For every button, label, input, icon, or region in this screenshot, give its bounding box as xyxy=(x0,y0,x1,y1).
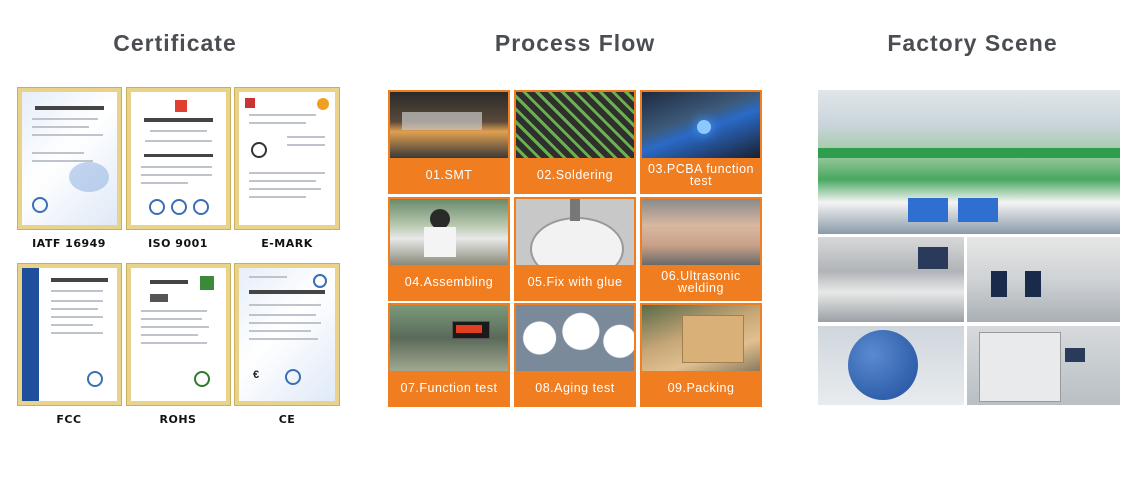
process-step-card[interactable]: 06.Ultrasonic welding xyxy=(640,197,762,301)
certificate-document: € xyxy=(239,268,335,401)
process-photo xyxy=(516,305,634,371)
process-photo xyxy=(516,199,634,265)
process-photo xyxy=(390,92,508,158)
process-flow-section-title: Process Flow xyxy=(494,30,656,56)
process-step-card[interactable]: 09.Packing xyxy=(640,303,762,407)
factory-scene-section-title: Factory Scene xyxy=(887,30,1058,56)
process-photo xyxy=(516,92,634,158)
process-step-caption: 08.Aging test xyxy=(535,381,615,395)
certificate-document xyxy=(131,268,226,401)
factory-integrating-sphere-photo[interactable] xyxy=(818,326,964,405)
certificate-rohs[interactable] xyxy=(126,263,231,406)
certificate-e-mark[interactable] xyxy=(234,87,340,230)
process-step-card[interactable]: 07.Function test xyxy=(388,303,510,407)
process-step-caption: 09.Packing xyxy=(667,381,735,395)
certificate-label: IATF 16949 xyxy=(32,237,106,250)
process-photo xyxy=(390,305,508,371)
certificate-label: E-MARK xyxy=(261,237,313,250)
seal-icon xyxy=(285,369,301,385)
certificate-document xyxy=(22,92,117,225)
certificate-document xyxy=(239,92,335,225)
seal-icon xyxy=(194,371,210,387)
process-step-card[interactable]: 03.PCBA function test xyxy=(640,90,762,194)
certificate-label: ISO 9001 xyxy=(148,237,208,250)
certificate-fcc[interactable] xyxy=(17,263,122,406)
process-step-card[interactable]: 02.Soldering xyxy=(514,90,636,194)
factory-test-chamber-photo[interactable] xyxy=(967,326,1120,405)
process-step-card[interactable]: 04.Assembling xyxy=(388,197,510,301)
process-photo xyxy=(642,199,760,265)
process-photo xyxy=(642,92,760,158)
certificate-label: CE xyxy=(278,413,296,426)
certificate-ce[interactable]: € xyxy=(234,263,340,406)
process-step-caption: 04.Assembling xyxy=(404,275,494,289)
seal-icon xyxy=(32,197,48,213)
process-step-card[interactable]: 01.SMT xyxy=(388,90,510,194)
seal-icon xyxy=(171,199,187,215)
certificate-label: FCC xyxy=(56,413,82,426)
process-step-card[interactable]: 05.Fix with glue xyxy=(514,197,636,301)
process-photo xyxy=(390,199,508,265)
factory-dispensing-machine-photo[interactable] xyxy=(967,237,1120,322)
seal-icon xyxy=(87,371,103,387)
process-step-caption: 07.Function test xyxy=(400,381,498,395)
verification-sidebar xyxy=(22,268,40,401)
factory-smt-machine-photo[interactable] xyxy=(818,237,964,322)
certificate-label: ROHS xyxy=(159,413,197,426)
seal-icon xyxy=(193,199,209,215)
seal-icon xyxy=(149,199,165,215)
process-step-card[interactable]: 08.Aging test xyxy=(514,303,636,407)
certificate-document xyxy=(131,92,226,225)
process-photo xyxy=(642,305,760,371)
process-step-caption: 02.Soldering xyxy=(536,168,614,182)
certificate-section-title: Certificate xyxy=(113,30,237,56)
process-step-caption: 06.Ultrasonic welding xyxy=(661,269,741,295)
certificate-iatf-16949[interactable] xyxy=(17,87,122,230)
process-step-caption: 03.PCBA function test xyxy=(648,162,754,188)
certificate-document xyxy=(22,268,117,401)
ce-mark-icon: € xyxy=(253,369,260,381)
factory-production-line-photo[interactable] xyxy=(818,90,1120,234)
process-step-caption: 05.Fix with glue xyxy=(527,275,623,289)
certificate-iso-9001[interactable] xyxy=(126,87,231,230)
process-step-caption: 01.SMT xyxy=(425,168,473,182)
